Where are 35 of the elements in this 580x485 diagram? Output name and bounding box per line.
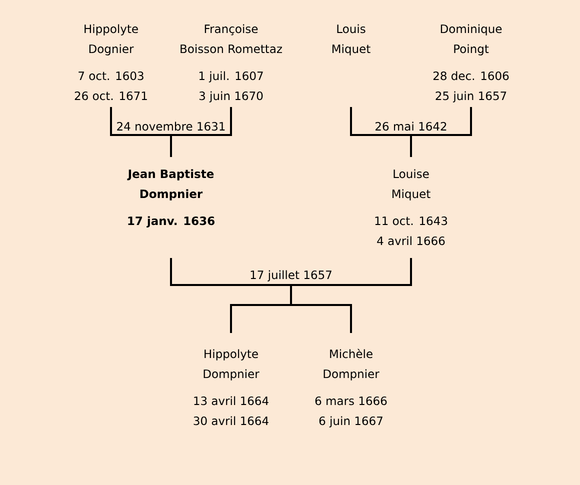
name-label: Miquet	[332, 44, 370, 56]
edge-label: 17 juillet 1657	[248, 269, 334, 282]
edge-label: 24 novembre 1631	[115, 120, 227, 132]
date-label: 4 avril 1666	[377, 236, 445, 246]
name-label: Louise	[394, 169, 429, 178]
date-label: 13 avril 1664	[194, 396, 268, 406]
date-label: 17 janv. 1636	[128, 216, 214, 228]
name-label: Hippolyte	[84, 24, 138, 36]
date-label: 3 juin 1670	[199, 91, 263, 102]
connector-line	[170, 107, 232, 157]
edge-label: 26 mai 1642	[374, 120, 448, 132]
name-label: Louis	[337, 24, 366, 34]
name-label: Françoise	[204, 24, 258, 36]
date-label: 25 juin 1657	[436, 91, 506, 102]
name-label: Hippolyte	[204, 349, 258, 360]
name-label: Michèle	[330, 348, 372, 358]
name-label: Dompnier	[204, 369, 260, 380]
date-label: 7 oct. 1603	[78, 71, 144, 80]
name-label: Boisson Romettaz	[180, 44, 282, 54]
name-label: Dompnier	[140, 189, 203, 200]
name-label: Poingt	[454, 44, 489, 56]
connector-line	[410, 107, 472, 157]
name-label: Dominique	[440, 24, 502, 36]
connector-line	[290, 258, 412, 333]
name-label: Dompnier	[324, 369, 380, 380]
date-label: 11 oct. 1643	[375, 216, 448, 226]
date-label: 28 dec. 1606	[433, 71, 509, 80]
name-label: Dognier	[89, 44, 134, 56]
name-label: Miquet	[392, 189, 430, 200]
date-label: 30 avril 1664	[194, 416, 268, 426]
date-label: 6 mars 1666	[315, 396, 387, 406]
date-label: 6 juin 1667	[319, 416, 382, 428]
date-label: 26 oct. 1671	[74, 91, 147, 100]
name-label: Jean Baptiste	[127, 169, 214, 180]
date-label: 1 juil. 1607	[199, 71, 263, 82]
